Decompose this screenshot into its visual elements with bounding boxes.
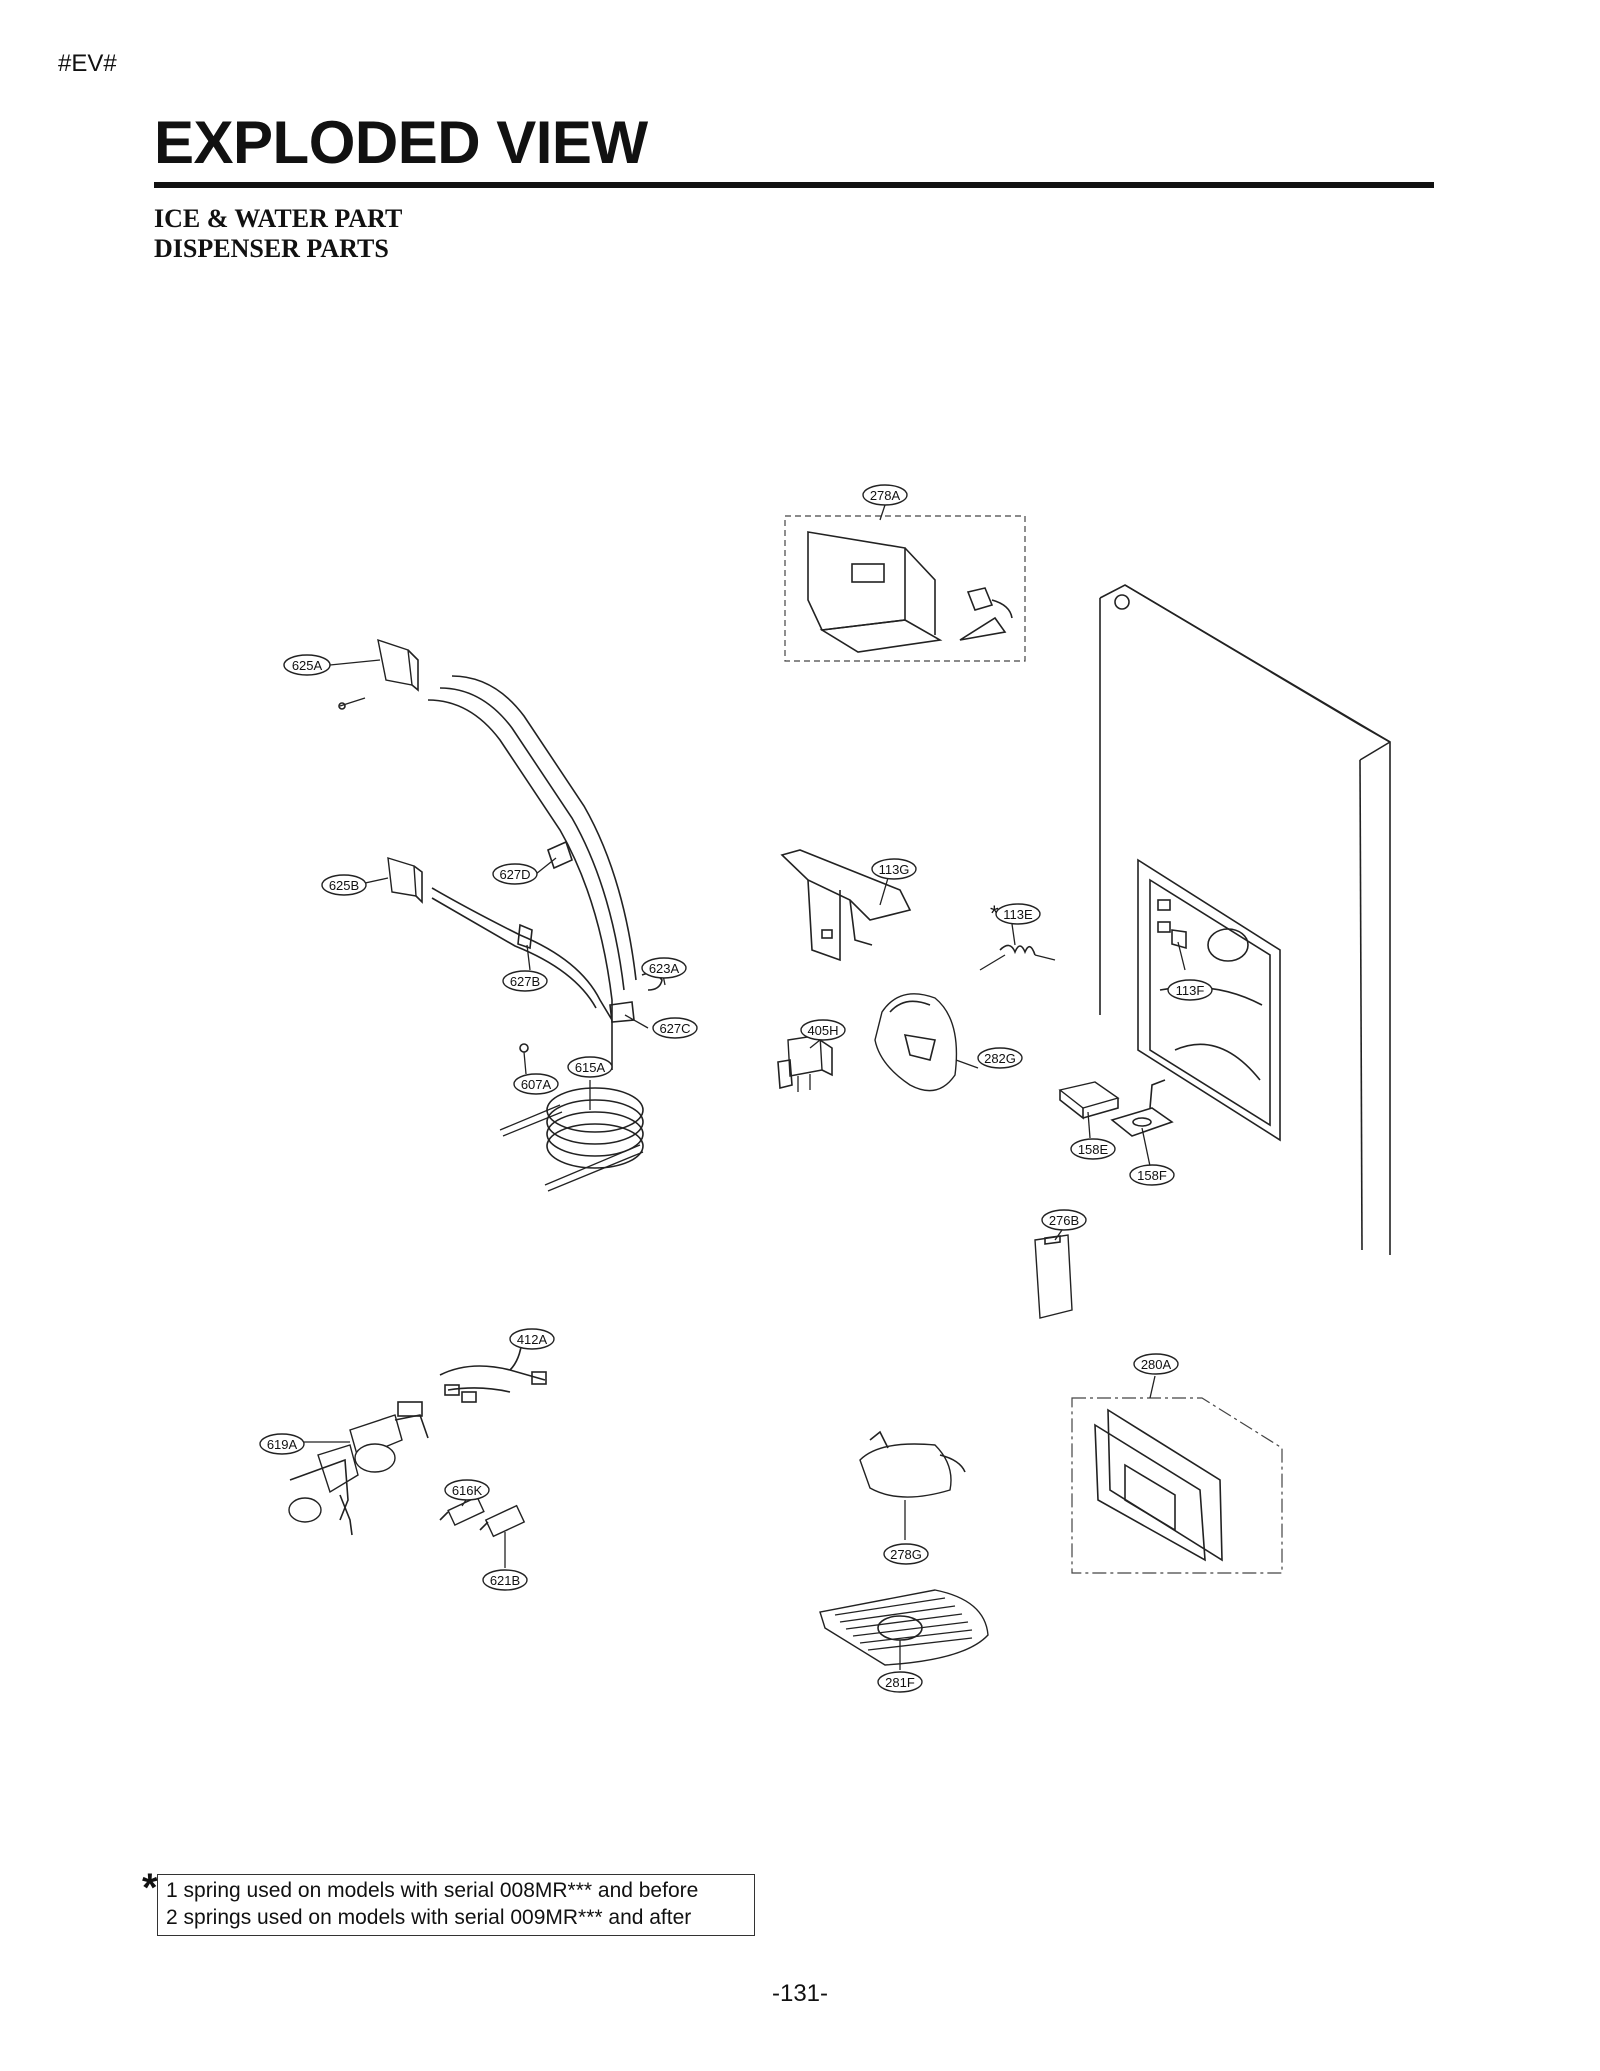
callout-278G: 278G	[883, 1543, 929, 1565]
title-rule	[154, 182, 1434, 188]
callout-278A: 278A	[862, 484, 908, 506]
part-615A-coil	[499, 1087, 644, 1192]
part-113E-spring	[979, 944, 1056, 971]
svg-text:278A: 278A	[870, 488, 901, 503]
part-607A	[519, 1043, 529, 1053]
svg-text:621B: 621B	[490, 1573, 520, 1588]
part-276B	[1034, 1234, 1073, 1319]
callout-281F: 281F	[877, 1671, 923, 1693]
part-water-tubes	[427, 675, 663, 1070]
callout-625A: 625A	[283, 654, 331, 676]
callout-625B: 625B	[321, 874, 367, 896]
svg-text:276B: 276B	[1049, 1213, 1079, 1228]
svg-text:113E: 113E	[1003, 907, 1033, 922]
part-158F	[1110, 1079, 1174, 1137]
serial-note-box: 1 spring used on models with serial 008M…	[157, 1874, 755, 1936]
svg-text:627D: 627D	[499, 867, 530, 882]
note-asterisk: *	[142, 1866, 158, 1910]
svg-text:412A: 412A	[517, 1332, 548, 1347]
page-title: EXPLODED VIEW	[154, 109, 648, 176]
svg-text:615A: 615A	[575, 1060, 606, 1075]
part-door-panel	[1099, 584, 1391, 1255]
callout-616K: 616K	[444, 1479, 490, 1501]
svg-text:*: *	[990, 901, 999, 926]
callout-627D: 627D	[492, 863, 538, 885]
part-616K	[439, 1496, 485, 1526]
svg-text:616K: 616K	[452, 1483, 483, 1498]
part-280A	[1071, 1397, 1283, 1574]
callout-158F: 158F	[1129, 1164, 1175, 1186]
part-621B	[479, 1504, 526, 1538]
section-subtitle: ICE & WATER PART DISPENSER PARTS	[154, 204, 402, 264]
callout-280A: 280A	[1133, 1353, 1179, 1375]
subtitle-line-1: ICE & WATER PART	[154, 204, 403, 233]
svg-text:282G: 282G	[984, 1051, 1016, 1066]
callout-623A: 623A	[641, 957, 687, 979]
part-281F-grille	[819, 1589, 989, 1666]
callout-113F: 113F	[1167, 979, 1213, 1001]
callout-158E: 158E	[1070, 1138, 1116, 1160]
callout-282G: 282G	[977, 1047, 1023, 1069]
svg-text:278G: 278G	[890, 1547, 922, 1562]
part-282G	[874, 993, 958, 1092]
callout-113G: 113G	[871, 858, 917, 880]
note-line-1: 1 spring used on models with serial 008M…	[166, 1879, 699, 1902]
part-405H	[777, 1034, 833, 1092]
callout-276B: 276B	[1041, 1209, 1087, 1231]
leader-lines	[300, 504, 1186, 1670]
callout-627B: 627B	[502, 970, 548, 992]
callout-113E: 113E	[995, 903, 1041, 925]
svg-text:113G: 113G	[879, 862, 910, 877]
part-113G	[780, 849, 912, 962]
svg-text:158E: 158E	[1078, 1142, 1109, 1157]
svg-text:627C: 627C	[659, 1021, 690, 1036]
part-158E	[1058, 1081, 1120, 1120]
part-625B	[387, 857, 423, 904]
callout-412A: 412A	[509, 1328, 555, 1350]
svg-text:607A: 607A	[521, 1077, 552, 1092]
callout-619A: 619A	[259, 1433, 305, 1455]
callout-607A: 607A	[513, 1073, 559, 1095]
part-278G-funnel	[859, 1430, 966, 1498]
document-tag: #EV#	[58, 50, 117, 77]
svg-text:113F: 113F	[1176, 983, 1205, 998]
svg-text:623A: 623A	[649, 961, 680, 976]
svg-text:405H: 405H	[807, 1023, 838, 1038]
callout-627C: 627C	[652, 1017, 698, 1039]
svg-text:619A: 619A	[267, 1437, 298, 1452]
svg-text:625A: 625A	[292, 658, 323, 673]
part-619A-valve	[288, 1401, 429, 1536]
part-625A	[338, 638, 419, 710]
svg-text:281F: 281F	[885, 1675, 915, 1690]
svg-text:625B: 625B	[329, 878, 359, 893]
page-number: -131-	[771, 1980, 829, 2007]
subtitle-line-2: DISPENSER PARTS	[154, 234, 389, 263]
note-line-2: 2 springs used on models with serial 009…	[166, 1906, 692, 1929]
svg-text:627B: 627B	[510, 974, 540, 989]
asterisk-113E: *	[990, 901, 999, 926]
svg-text:158F: 158F	[1137, 1168, 1167, 1183]
part-278A-housing	[784, 515, 1026, 662]
svg-text:280A: 280A	[1141, 1357, 1172, 1372]
callout-615A: 615A	[567, 1056, 613, 1078]
callout-405H: 405H	[800, 1019, 846, 1041]
callout-621B: 621B	[482, 1569, 528, 1591]
